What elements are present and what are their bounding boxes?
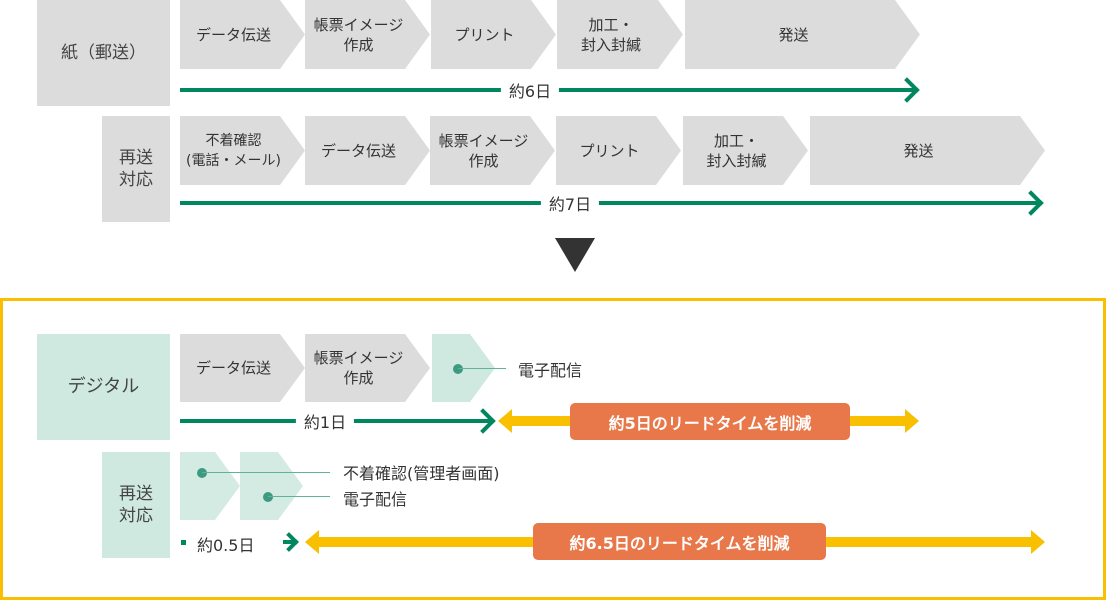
dot-icon — [453, 364, 463, 374]
duration-label: 約0.5日 — [197, 536, 255, 555]
leader-line — [202, 472, 330, 473]
duration-arrow — [181, 540, 186, 545]
step: 加工・ 封入封緘 — [683, 116, 808, 185]
duration-label: 約1日 — [295, 409, 355, 433]
down-triangle-icon — [555, 238, 595, 272]
step: 帳票イメージ 作成 — [305, 0, 430, 69]
leader-line — [268, 496, 330, 497]
dot-icon — [197, 468, 207, 478]
step: 不着確認 (電話・メール) — [180, 116, 305, 185]
dot-icon — [263, 492, 273, 502]
leader-line — [458, 368, 506, 369]
step: 発送 — [810, 116, 1045, 185]
arrow-head-icon — [894, 77, 920, 103]
arrow-head-icon — [1018, 190, 1044, 216]
step: データ伝送 — [305, 116, 430, 185]
step: データ伝送 — [180, 0, 305, 69]
paper-label: 紙（郵送） — [37, 0, 170, 106]
duration-arrow — [283, 540, 297, 544]
digital-section — [0, 298, 1106, 600]
step: データ伝送 — [180, 334, 305, 402]
resend-label: 再送 対応 — [102, 452, 170, 558]
arrow-left-icon — [305, 530, 319, 554]
step: 帳票イメージ 作成 — [430, 116, 555, 185]
step: 発送 — [685, 0, 920, 69]
arrow-right-icon — [1031, 530, 1045, 554]
confirm-label: 不着確認(管理者画面) — [343, 464, 500, 483]
duration-label: 約6日 — [500, 78, 560, 102]
step: プリント — [556, 116, 681, 185]
delivery-label: 電子配信 — [343, 490, 408, 509]
duration-label: 約7日 — [540, 191, 600, 215]
reduction-badge: 約6.5日のリードタイムを削減 — [533, 523, 826, 560]
arrow-right-icon — [905, 409, 919, 433]
duration-arrow — [180, 201, 1038, 205]
step: プリント — [431, 0, 556, 69]
arrow-left-icon — [498, 409, 512, 433]
step: 帳票イメージ 作成 — [305, 334, 430, 402]
step: 加工・ 封入封緘 — [557, 0, 683, 69]
reduction-badge: 約5日のリードタイムを削減 — [570, 403, 850, 440]
delivery-label: 電子配信 — [518, 361, 583, 380]
resend-label: 再送 対応 — [102, 116, 170, 222]
digital-label: デジタル — [37, 334, 170, 440]
